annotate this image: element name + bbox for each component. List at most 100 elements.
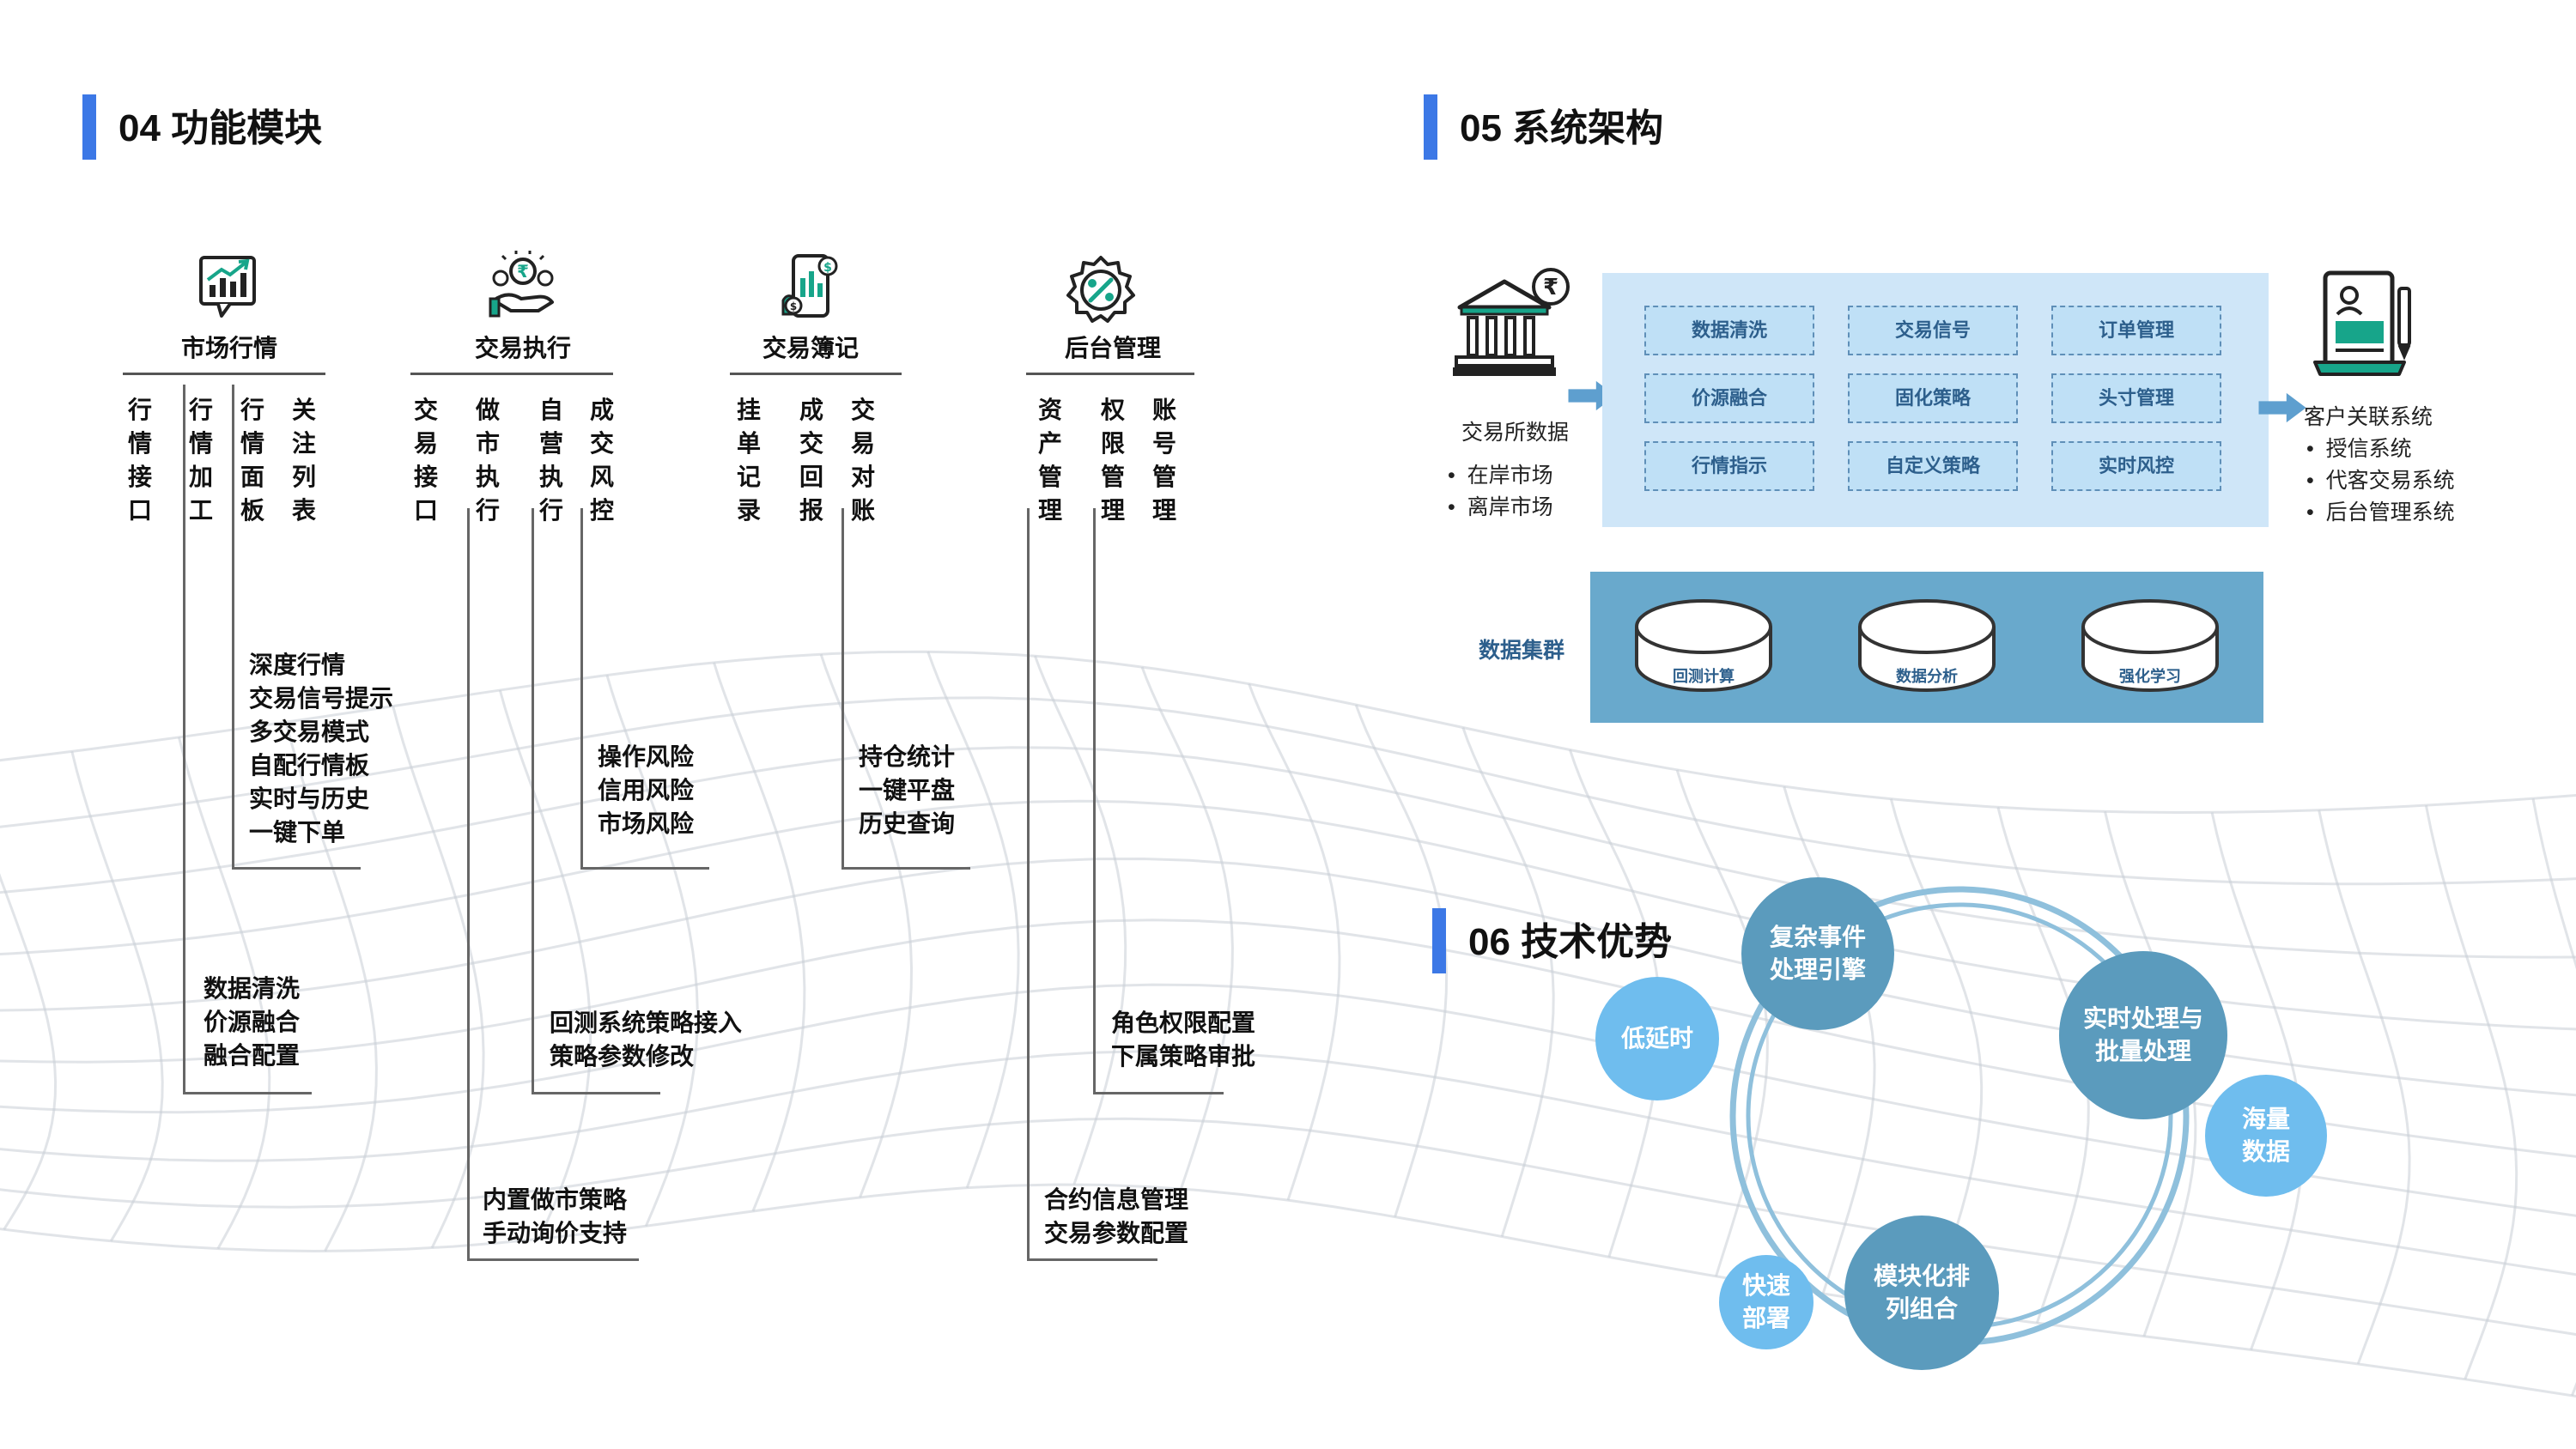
- source-item: 在岸市场: [1467, 464, 1553, 488]
- leaf-list: 角色权限配置 下属策略审批: [1111, 1006, 1255, 1073]
- trade-ledger-icon: $ $: [781, 254, 838, 318]
- tree-connector: [1093, 1092, 1224, 1094]
- leaf-item: 一键平盘: [859, 777, 956, 803]
- tree-connector: [841, 508, 844, 869]
- category-label-ledger: 交易簿记: [762, 335, 859, 361]
- tree-connector: [467, 508, 470, 1260]
- client-item: 授信系统: [2325, 437, 2412, 461]
- disk-label: 数据分析: [1896, 668, 1958, 685]
- section-accent-bar: [1432, 908, 1446, 973]
- database-disk-icon: [1858, 599, 1996, 692]
- leaf-item: 一键下单: [249, 819, 346, 846]
- module-box: 行情指示: [1644, 441, 1814, 491]
- leaf-item: 交易信号提示: [249, 685, 394, 712]
- leaf-item: 自配行情板: [249, 752, 370, 779]
- section-title-functions: 04 功能模块: [118, 107, 323, 149]
- module-box: 自定义策略: [1848, 441, 2018, 491]
- leaf-item: 市场风险: [598, 810, 695, 837]
- branch-label: 行情接口: [127, 397, 152, 524]
- tree-connector: [1093, 508, 1096, 1094]
- leaf-list: 合约信息管理 交易参数配置: [1044, 1183, 1188, 1250]
- category-divider: [1026, 373, 1194, 375]
- source-item: 离岸市场: [1467, 495, 1553, 519]
- branch-label: 权限管理: [1100, 397, 1125, 524]
- tree-connector: [232, 385, 234, 869]
- tree-connector: [232, 867, 361, 870]
- client-item: 代客交易系统: [2325, 469, 2455, 493]
- arrow-right-icon: [2258, 392, 2306, 423]
- clients-title: 客户关联系统: [2304, 405, 2433, 429]
- disk-label: 回测计算: [1673, 668, 1735, 685]
- tech-bubble-modular: 模块化排列组合: [1844, 1216, 1999, 1370]
- admin-settings-icon: [1066, 256, 1135, 323]
- leaf-item: 角色权限配置: [1111, 1009, 1256, 1036]
- tree-connector: [532, 508, 534, 1094]
- client-document-icon: [2313, 270, 2411, 376]
- section-title-tech: 06 技术优势: [1468, 921, 1673, 963]
- branch-label: 关注列表: [291, 397, 316, 524]
- category-label-admin: 后台管理: [1064, 335, 1161, 361]
- svg-text:₹: ₹: [517, 261, 529, 282]
- leaf-item: 融合配置: [204, 1042, 301, 1069]
- branch-label: 做市执行: [475, 397, 500, 524]
- source-title: 交易所数据: [1461, 421, 1570, 445]
- branch-label: 行情加工: [188, 397, 213, 524]
- branch-label: 成交风控: [589, 397, 614, 524]
- branch-label: 资产管理: [1037, 397, 1062, 524]
- section-accent-bar: [82, 94, 96, 160]
- tree-connector: [532, 1092, 660, 1094]
- leaf-item: 价源融合: [204, 1009, 301, 1035]
- branch-label: 自营执行: [538, 397, 563, 524]
- category-label-execution: 交易执行: [474, 335, 571, 361]
- branch-label: 账号管理: [1151, 397, 1176, 524]
- client-item: 后台管理系统: [2325, 500, 2455, 524]
- branch-label: 挂单记录: [736, 397, 761, 524]
- leaf-item: 合约信息管理: [1044, 1186, 1189, 1213]
- tree-connector: [1027, 508, 1030, 1260]
- leaf-item: 历史查询: [859, 810, 956, 837]
- leaf-item: 回测系统策略接入: [550, 1009, 743, 1036]
- tech-bubble-cep: 复杂事件处理引擎: [1741, 877, 1894, 1030]
- svg-text:₹: ₹: [1543, 275, 1558, 300]
- module-box: 数据清洗: [1644, 306, 1814, 355]
- module-box: 价源融合: [1644, 373, 1814, 423]
- tree-connector: [183, 385, 185, 1094]
- module-box: 实时风控: [2051, 441, 2221, 491]
- tech-bubble-realtime: 实时处理与批量处理: [2059, 951, 2227, 1119]
- tree-connector: [580, 867, 709, 870]
- category-divider: [410, 373, 613, 375]
- section-title-architecture: 05 系统架构: [1460, 107, 1664, 149]
- category-divider: [123, 373, 325, 375]
- svg-text:$: $: [823, 261, 832, 275]
- leaf-item: 策略参数修改: [550, 1043, 695, 1070]
- tree-connector: [183, 1092, 312, 1094]
- branch-label: 成交回报: [799, 397, 823, 524]
- leaf-item: 下属策略审批: [1111, 1043, 1256, 1070]
- leaf-list: 操作风险 信用风险 市场风险: [598, 740, 694, 840]
- database-disk-icon: [2081, 599, 2219, 692]
- section-accent-bar: [1424, 94, 1437, 160]
- category-label-market: 市场行情: [180, 335, 277, 361]
- leaf-list: 持仓统计 一键平盘 历史查询: [859, 740, 955, 840]
- leaf-item: 交易参数配置: [1044, 1220, 1189, 1246]
- module-box: 交易信号: [1848, 306, 2018, 355]
- source-list: • 在岸市场 • 离岸市场: [1448, 464, 1553, 519]
- leaf-item: 实时与历史: [249, 785, 370, 812]
- leaf-item: 内置做市策略: [483, 1186, 628, 1213]
- branch-label: 行情面板: [240, 397, 264, 524]
- database-disk-icon: [1635, 599, 1772, 692]
- tech-bubble-deploy: 快速部署: [1719, 1255, 1814, 1349]
- module-box: 固化策略: [1848, 373, 2018, 423]
- leaf-list: 深度行情 交易信号提示 多交易模式 自配行情板 实时与历史 一键下单: [249, 648, 393, 849]
- module-box: 头寸管理: [2051, 373, 2221, 423]
- tech-bubble-latency: 低延时: [1595, 977, 1719, 1100]
- svg-text:$: $: [790, 300, 797, 312]
- trade-execution-icon: ₹: [489, 251, 554, 318]
- leaf-item: 操作风险: [598, 743, 695, 770]
- leaf-list: 内置做市策略 手动询价支持: [483, 1183, 627, 1250]
- leaf-item: 深度行情: [249, 652, 346, 678]
- exchange-bank-icon: ₹: [1453, 268, 1570, 376]
- leaf-list: 回测系统策略接入 策略参数修改: [550, 1006, 742, 1073]
- leaf-list: 数据清洗 价源融合 融合配置: [204, 972, 300, 1072]
